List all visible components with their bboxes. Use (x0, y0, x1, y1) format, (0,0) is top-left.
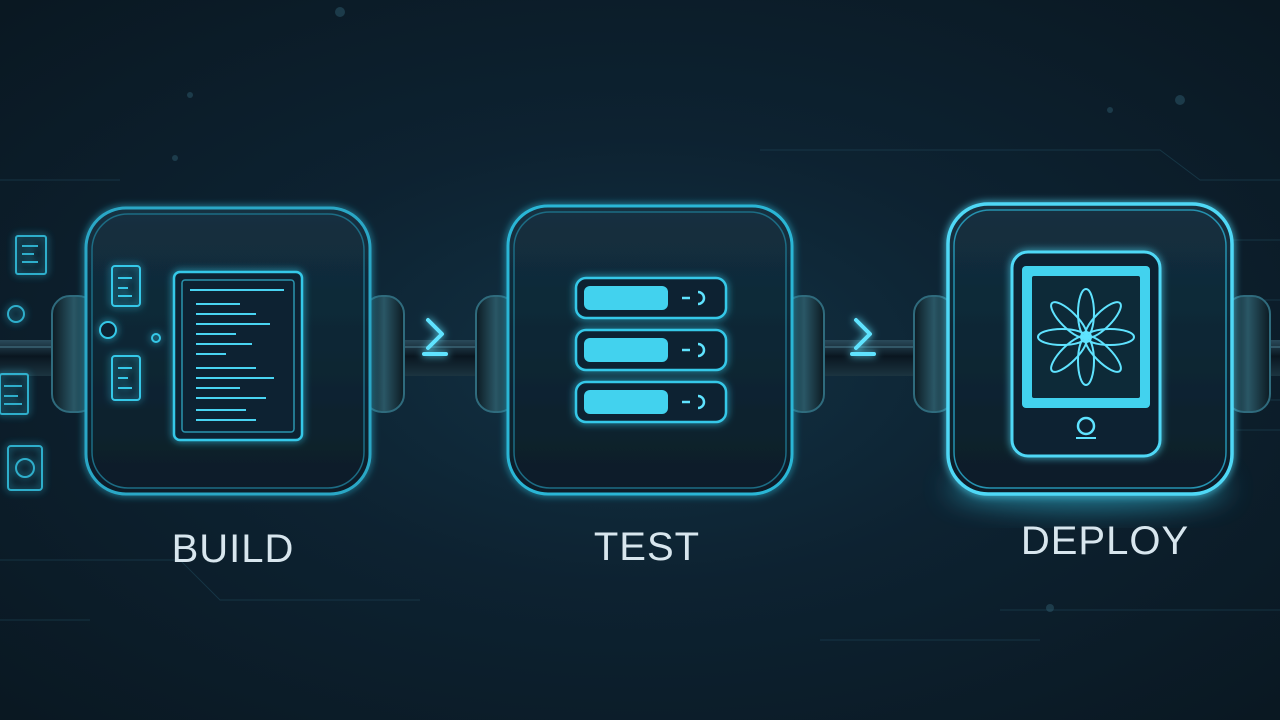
tablet-device-icon (1010, 250, 1162, 458)
node-icon (99, 321, 117, 339)
server-stack-icon (574, 276, 728, 424)
code-document-icon (172, 270, 304, 442)
file-icon (111, 265, 141, 307)
chevron-right-icon (850, 318, 876, 356)
stage-test (506, 204, 794, 496)
flower-icon (1037, 288, 1135, 386)
stage-deploy (946, 202, 1234, 508)
stage-build (84, 206, 372, 496)
node-icon (7, 305, 25, 323)
stage-label-build: BUILD (171, 527, 295, 571)
node-icon (151, 333, 161, 343)
chevron-right-icon (422, 318, 448, 356)
document-icon (0, 373, 29, 415)
home-button-icon (1076, 416, 1096, 436)
document-icon (15, 235, 47, 275)
gear-icon (7, 445, 43, 491)
stage-label-test: TEST (593, 525, 701, 569)
stage-label-deploy: DEPLOY (1020, 519, 1190, 563)
file-icon (111, 355, 141, 401)
